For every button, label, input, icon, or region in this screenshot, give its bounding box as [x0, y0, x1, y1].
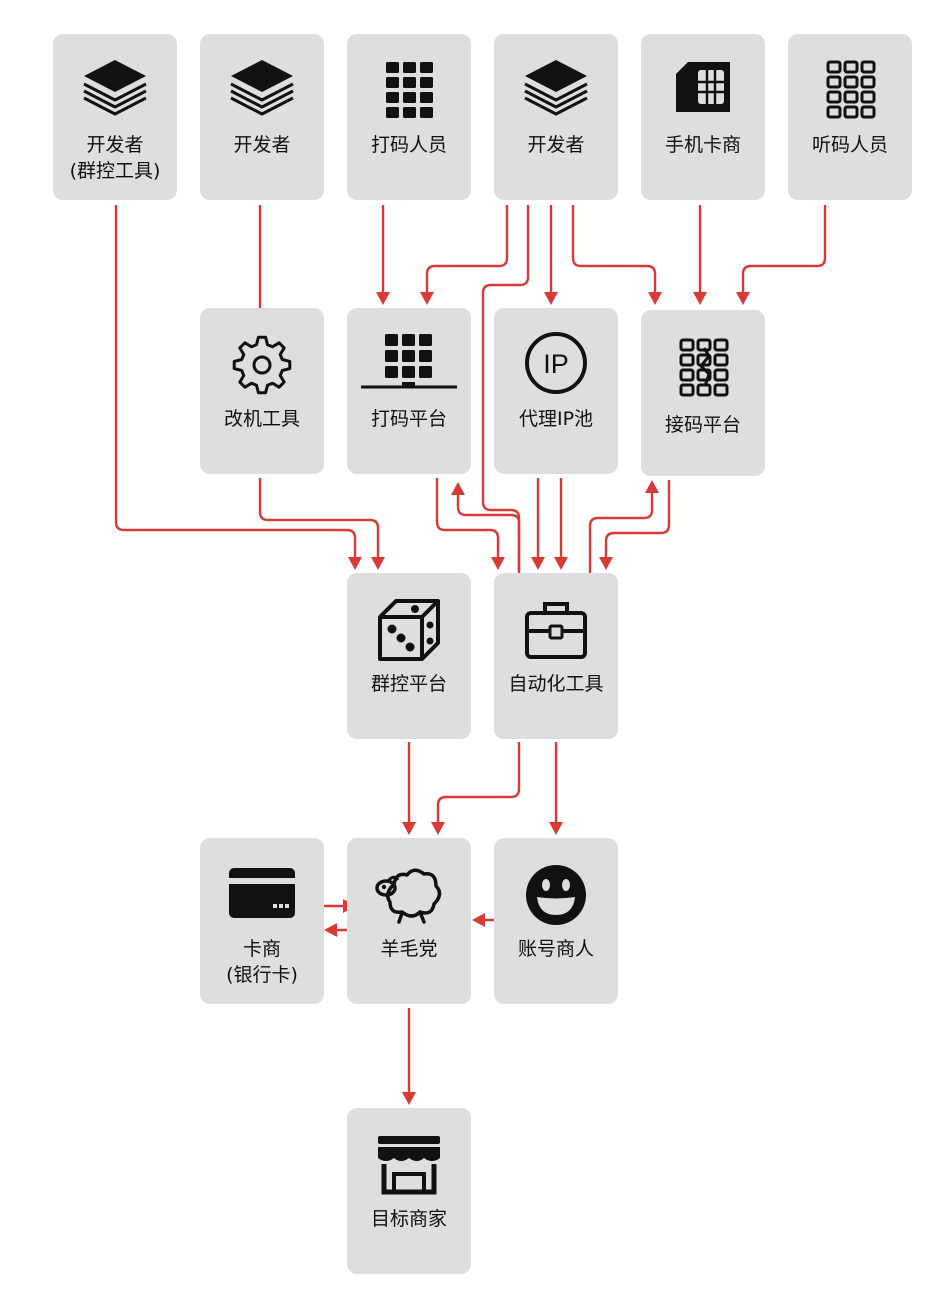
node-sms-platform: 接码平台 [641, 310, 765, 476]
keypad-outline-icon [826, 60, 876, 119]
node-account-dealer: 账号商人 [494, 838, 618, 1004]
node-label: 目标商家 [370, 1208, 447, 1230]
toolbox-icon [525, 602, 587, 659]
edge-simvendor-to-smsplatform [693, 205, 707, 305]
edge-captchaplatform-to-automation [435, 478, 505, 570]
gear-icon [232, 335, 292, 395]
node-label: 接码平台 [664, 414, 741, 436]
layers-icon [83, 60, 147, 116]
edge-proxypool-to-automation [531, 478, 545, 570]
edge-devB-to-captchaplatform [420, 205, 509, 305]
node-captcha-workers: 打码人员 [347, 34, 471, 200]
node-group-control-platform: 群控平台 [347, 573, 471, 739]
edge-automation-to-smsplatform [588, 480, 659, 573]
grid-icon [386, 62, 433, 118]
node-target-merchant: 目标商家 [347, 1108, 471, 1274]
storefront-icon [378, 1136, 440, 1195]
node-captcha-platform: 打码平台 [347, 308, 471, 474]
layers-icon [524, 60, 588, 116]
node-sms-listeners: 听码人员 [788, 34, 912, 200]
edge-devgroup-to-groupcontrol [114, 205, 362, 570]
layers-icon [230, 60, 294, 116]
keypad-linked-icon [679, 338, 729, 397]
node-label: 听码人员 [811, 134, 888, 156]
node-label: 改机工具 [223, 408, 300, 430]
node-label: 开发者 [527, 134, 585, 156]
node-developer-b: 开发者 [494, 34, 618, 200]
node-automation-tool: 自动化工具 [494, 573, 618, 739]
node-label: 代理IP池 [518, 408, 594, 430]
edge-smslisteners-to-smsplatform [736, 205, 827, 305]
sheep-icon [375, 868, 442, 924]
edge-smsplatform-to-automation [599, 480, 671, 570]
node-label: 账号商人 [517, 938, 594, 960]
edge-automation-to-captchaplatform [451, 482, 521, 573]
node-label: 羊毛党 [380, 938, 438, 960]
node-label: 打码人员 [370, 134, 447, 156]
node-label: 打码平台 [370, 408, 447, 430]
edge-devicemod-to-groupcontrol [258, 478, 385, 570]
node-device-mod-tool: 改机工具 [200, 308, 324, 474]
edge-fraudgang-to-merchant [402, 1008, 416, 1105]
node-label: 自动化工具 [508, 673, 604, 695]
dice-icon [378, 599, 440, 661]
node-label: 开发者 [233, 134, 291, 156]
grid-building-icon [361, 334, 457, 389]
edge-automation-to-fraudgang [431, 742, 521, 835]
node-label: 群控平台 [370, 673, 447, 695]
edge-devB-to-automation [481, 205, 530, 570]
credit-card-icon [229, 868, 295, 918]
node-developer-a: 开发者 [200, 34, 324, 200]
node-label: 开发者 (群控工具) [69, 134, 161, 182]
node-label: 卡商 (银行卡) [226, 938, 298, 986]
node-card-vendor: 卡商 (银行卡) [200, 838, 324, 1004]
sim-card-icon [676, 62, 730, 112]
node-proxy-ip-pool: IP 代理IP池 [494, 308, 618, 474]
edge-groupcontrol-to-fraudgang [402, 742, 416, 835]
edge-automation-to-accountdealer [549, 742, 563, 835]
edge-proxypool-to-automation-2 [554, 478, 568, 570]
ip-circle-icon: IP [525, 332, 587, 394]
node-developer-group-control: 开发者 (群控工具) [53, 34, 177, 200]
node-sim-vendor: 手机卡商 [641, 34, 765, 200]
smiley-icon [526, 865, 586, 925]
node-label: 手机卡商 [664, 134, 741, 156]
edge-devB-to-proxypool [544, 205, 558, 305]
node-fraud-gang: 羊毛党 [347, 838, 471, 1004]
svg-text:IP: IP [543, 349, 569, 379]
edge-devB-to-smsplatform [571, 205, 662, 305]
edge-captchaworkers-to-captchaplatform [376, 205, 390, 305]
